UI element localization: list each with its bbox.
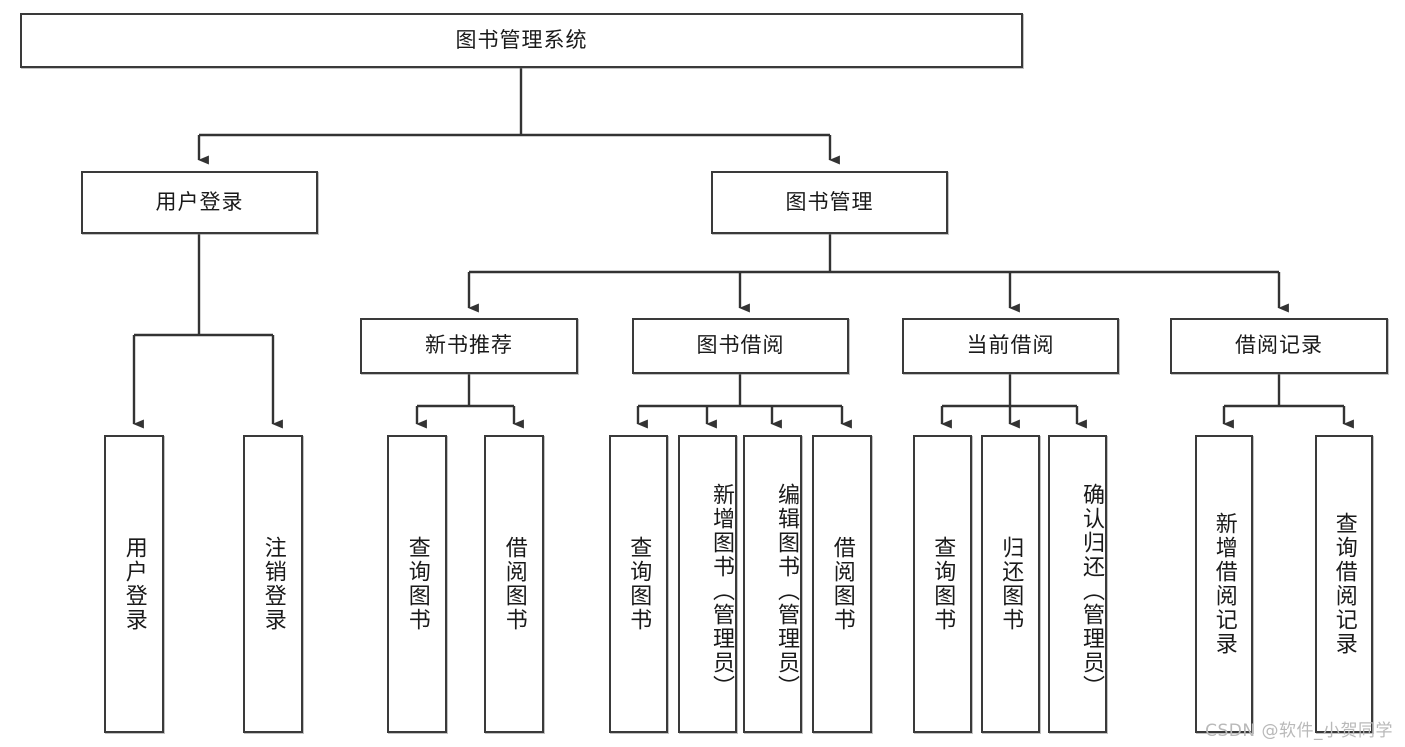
node-borrow-record-label: 借阅记录 <box>1235 333 1323 358</box>
node-leaf-add-book[interactable]: 新增图书（管理员） <box>678 435 737 733</box>
node-user-login[interactable]: 用户登录 <box>81 171 318 234</box>
node-root[interactable]: 图书管理系统 <box>20 13 1023 68</box>
node-leaf-return-book[interactable]: 归还图书 <box>981 435 1040 733</box>
node-leaf-query-book-1[interactable]: 查询图书 <box>387 435 447 733</box>
node-leaf-edit-book[interactable]: 编辑图书（管理员） <box>743 435 802 733</box>
node-leaf-query-record[interactable]: 查询借阅记录 <box>1315 435 1373 733</box>
node-leaf-add-book-label: 新增图书（管理员） <box>709 483 734 699</box>
node-root-label: 图书管理系统 <box>455 27 588 52</box>
node-book-borrow[interactable]: 图书借阅 <box>632 318 849 374</box>
node-current-borrow-label: 当前借阅 <box>966 333 1055 358</box>
node-leaf-borrow-book-2[interactable]: 借阅图书 <box>812 435 872 733</box>
node-borrow-record[interactable]: 借阅记录 <box>1170 318 1388 374</box>
node-leaf-add-record[interactable]: 新增借阅记录 <box>1195 435 1253 733</box>
node-leaf-query-book-3-label: 查询图书 <box>930 536 956 632</box>
node-leaf-query-book-2-label: 查询图书 <box>626 536 652 632</box>
node-leaf-logout[interactable]: 注销登录 <box>243 435 303 733</box>
node-leaf-edit-book-label: 编辑图书（管理员） <box>774 483 799 699</box>
node-leaf-return-book-label: 归还图书 <box>998 536 1024 632</box>
node-leaf-user-login-label: 用户登录 <box>121 536 147 632</box>
node-book-borrow-label: 图书借阅 <box>696 333 785 358</box>
node-book-manage[interactable]: 图书管理 <box>711 171 948 234</box>
node-leaf-borrow-book-1[interactable]: 借阅图书 <box>484 435 544 733</box>
node-leaf-user-login[interactable]: 用户登录 <box>104 435 164 733</box>
node-current-borrow[interactable]: 当前借阅 <box>902 318 1119 374</box>
node-leaf-borrow-book-2-label: 借阅图书 <box>829 536 855 632</box>
node-leaf-add-record-label: 新增借阅记录 <box>1211 512 1237 656</box>
node-leaf-query-record-label: 查询借阅记录 <box>1331 512 1357 656</box>
csdn-watermark: CSDN @软件_小贺同学 <box>1205 721 1393 741</box>
node-leaf-borrow-book-1-label: 借阅图书 <box>501 536 527 632</box>
node-user-login-label: 用户登录 <box>155 189 244 214</box>
node-leaf-query-book-3[interactable]: 查询图书 <box>913 435 972 733</box>
node-leaf-confirm-return-label: 确认归还（管理员） <box>1079 483 1104 699</box>
node-new-book-rec-label: 新书推荐 <box>425 333 513 358</box>
node-leaf-confirm-return[interactable]: 确认归还（管理员） <box>1048 435 1107 733</box>
node-book-manage-label: 图书管理 <box>785 189 874 214</box>
node-leaf-logout-label: 注销登录 <box>260 536 286 632</box>
node-new-book-rec[interactable]: 新书推荐 <box>360 318 578 374</box>
node-leaf-query-book-2[interactable]: 查询图书 <box>609 435 668 733</box>
node-leaf-query-book-1-label: 查询图书 <box>404 536 430 632</box>
